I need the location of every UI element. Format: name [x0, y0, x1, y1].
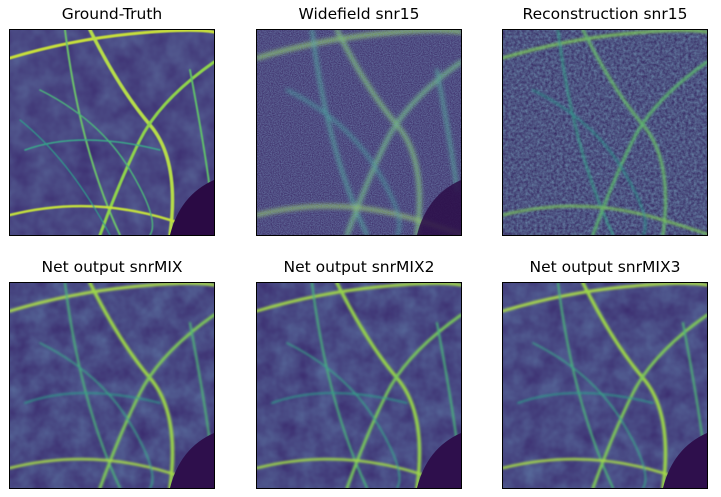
microscopy-image: [10, 283, 214, 488]
image-reconstruction: [502, 29, 708, 236]
image-net-output-snrmix2: [256, 282, 462, 489]
panel-title: Net output snrMIX: [41, 258, 183, 276]
panel-title: Reconstruction snr15: [522, 5, 688, 23]
microscopy-image: [257, 30, 461, 235]
microscopy-image: [503, 283, 707, 488]
panel-title: Net output snrMIX3: [529, 258, 681, 276]
microscopy-image: [257, 283, 461, 488]
panel-title: Net output snrMIX2: [283, 258, 435, 276]
microscopy-image: [10, 30, 214, 235]
image-ground-truth: [9, 29, 215, 236]
image-widefield: [256, 29, 462, 236]
panel-title: Ground-Truth: [61, 5, 163, 23]
panel-title: Widefield snr15: [298, 5, 420, 23]
image-net-output-snrmix3: [502, 282, 708, 489]
microscopy-image: [503, 30, 707, 235]
image-net-output-snrmix: [9, 282, 215, 489]
